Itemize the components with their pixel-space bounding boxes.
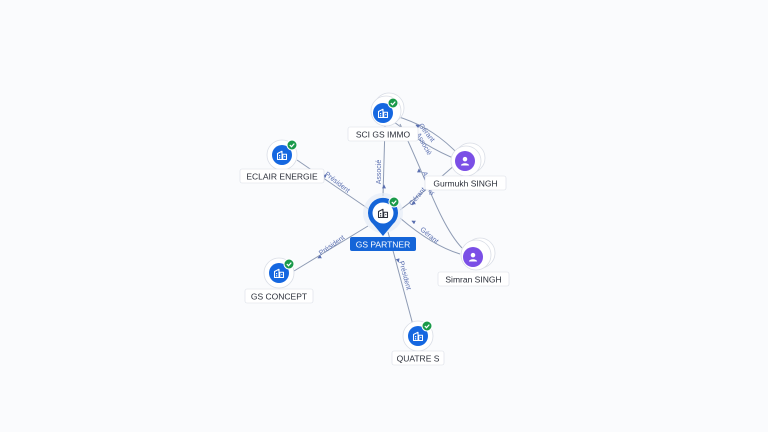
check-badge-icon — [388, 196, 400, 208]
arrow-center-quatre — [395, 258, 400, 263]
arrow-center-concept — [317, 254, 322, 259]
edge-center-eclair — [296, 159, 371, 211]
node-label: Gurmukh SINGH — [433, 179, 497, 189]
node-eclair-energie[interactable]: ECLAIR ENERGIE — [239, 139, 325, 184]
node-sci-gs-immo[interactable]: SCI GS IMMO — [347, 92, 419, 142]
edge-center-concept — [293, 225, 369, 272]
node-label: ECLAIR ENERGIE — [246, 172, 318, 182]
check-badge-icon — [387, 97, 399, 109]
node-label: GS CONCEPT — [251, 292, 307, 302]
node-label: Simran SINGH — [445, 275, 501, 285]
edge-label-center-simran: Gérant — [419, 226, 440, 245]
edge-label-center-gurmukh: Gérant — [408, 187, 427, 208]
edge-label-center-sci: Associé — [376, 160, 383, 185]
node-label: GS PARTNER — [356, 240, 410, 250]
check-badge-icon — [283, 258, 295, 270]
edge-sci-gurmukh-associe — [393, 121, 459, 161]
node-label: QUATRE S — [397, 354, 440, 364]
arrow-center-simran — [411, 220, 416, 225]
edge-label-center-concept: Président — [318, 234, 346, 257]
node-simran-singh[interactable]: Simran SINGH — [437, 237, 510, 287]
check-badge-icon — [286, 139, 298, 151]
node-label: SCI GS IMMO — [356, 130, 411, 140]
arrow-sci-gurmukh — [415, 124, 420, 129]
edge-label-center-eclair: Président — [323, 171, 351, 195]
check-badge-icon — [421, 320, 433, 332]
node-gurmukh-singh[interactable]: Gurmukh SINGH — [424, 142, 507, 191]
edge-center-simran — [399, 217, 461, 255]
node-gs-concept[interactable]: GS CONCEPT — [244, 257, 314, 304]
node-gs-partner[interactable]: GS PARTNER — [350, 193, 416, 251]
arrow-center-gurmukh — [411, 200, 416, 205]
node-quatre-s[interactable]: QUATRE S — [391, 320, 445, 366]
